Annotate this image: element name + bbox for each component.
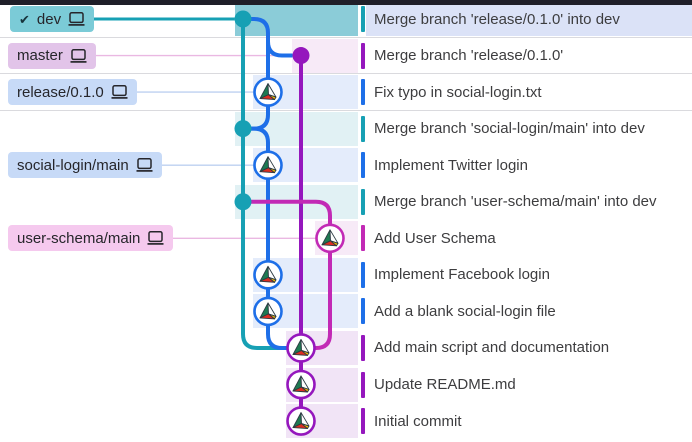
commit-branch-bar — [360, 298, 365, 325]
graph-row-stripe — [253, 148, 358, 183]
computer-icon — [147, 231, 164, 246]
commit-branch-bar — [360, 371, 365, 398]
graph-row-stripe — [315, 221, 358, 256]
graph-edge — [266, 41, 293, 58]
top-border — [0, 0, 692, 5]
computer-icon — [111, 85, 128, 99]
graph-row-stripe — [235, 2, 358, 36]
graph-row-stripe — [286, 367, 358, 402]
graph-row-stripe — [253, 257, 358, 292]
branch-name: user-schema/main — [17, 229, 141, 247]
commit-message: Merge branch 'release/0.1.0' into dev — [374, 10, 620, 28]
computer-icon — [70, 48, 87, 63]
commit-branch-bar — [360, 225, 365, 252]
branch-name: master — [17, 47, 63, 65]
commit-message: Merge branch 'release/0.1.0' — [374, 47, 564, 65]
commit-branch-bar — [360, 188, 365, 215]
selected-row-highlight — [366, 2, 692, 36]
branch-label-master[interactable]: master — [8, 42, 96, 69]
computer-icon — [68, 12, 85, 26]
commit-message: Add main script and documentation — [374, 339, 610, 357]
commit-message: Initial commit — [374, 412, 462, 430]
graph-row-stripe — [253, 294, 358, 329]
branch-label-user-schema-main[interactable]: user-schema/main — [8, 225, 174, 252]
graph-row-stripe — [292, 38, 358, 73]
branch-label-dev[interactable]: ✔ dev — [10, 6, 95, 32]
commit-branch-bar — [360, 408, 365, 435]
checked-out-icon: ✔ — [19, 11, 30, 27]
branch-label-social-login-main[interactable]: social-login/main — [8, 152, 162, 179]
commit-branch-bar — [360, 6, 365, 32]
commit-message: Fix typo in social-login.txt — [374, 83, 542, 101]
graph-row-stripe — [286, 404, 358, 439]
commit-branch-bar — [360, 79, 365, 106]
commit-branch-bar — [360, 261, 365, 288]
commit-branch-bar — [360, 42, 365, 69]
commit-message: Add a blank social-login file — [374, 302, 556, 320]
computer-icon — [136, 158, 153, 172]
branch-label-release-0-1-0[interactable]: release/0.1.0 — [8, 79, 137, 106]
commit-message: Add User Schema — [374, 229, 496, 247]
branch-name: dev — [36, 10, 62, 28]
row-separator — [0, 73, 692, 75]
row-separator — [0, 109, 692, 111]
graph-row-stripe — [235, 111, 358, 146]
branch-name: social-login/main — [17, 156, 129, 174]
row-separator — [0, 36, 692, 38]
commit-branch-bar — [360, 115, 365, 142]
graph-row-stripe — [286, 330, 358, 365]
commit-message: Merge branch 'social-login/main' into de… — [374, 120, 645, 138]
graph-row-stripe — [235, 184, 358, 219]
branch-name: release/0.1.0 — [17, 83, 104, 101]
commit-branch-bar — [360, 152, 365, 179]
commit-branch-bar — [360, 334, 365, 361]
commit-message: Implement Facebook login — [374, 266, 550, 284]
graph-row-stripe — [253, 75, 358, 110]
commit-message: Update README.md — [374, 376, 516, 393]
commit-message: Implement Twitter login — [374, 156, 528, 174]
commit-message: Merge branch 'user-schema/main' into dev — [374, 193, 657, 211]
